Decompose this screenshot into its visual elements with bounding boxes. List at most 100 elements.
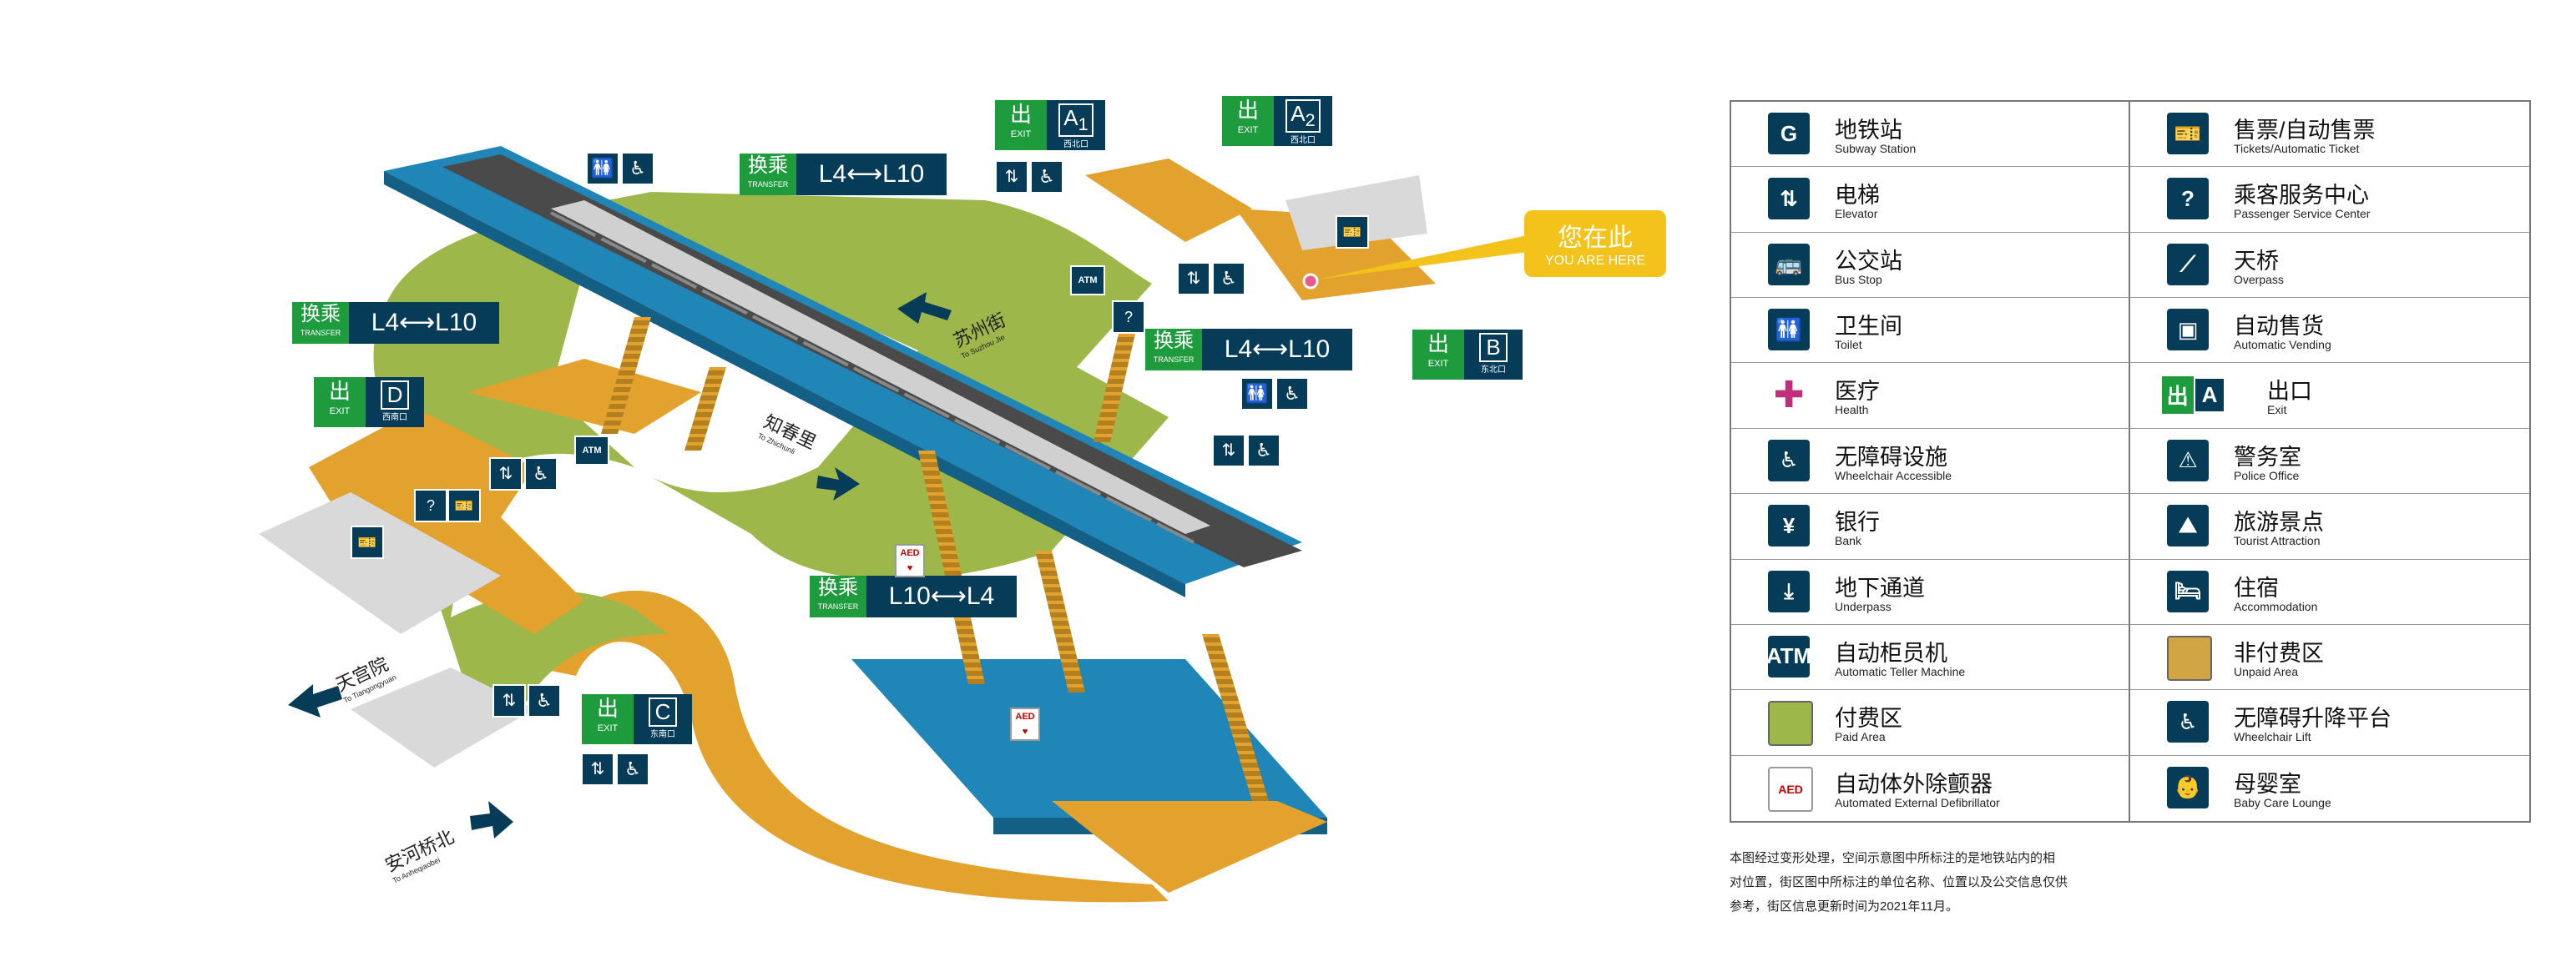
legend-label-en: Automatic Teller Machine bbox=[1835, 664, 1966, 678]
legend-label: 地下通道 bbox=[1835, 575, 1925, 601]
legend-label: 自动体外除颤器 bbox=[1835, 771, 1993, 797]
ticket-machine-icon: 🎫 bbox=[447, 489, 481, 522]
legend-label-en: Police Office bbox=[2234, 468, 2300, 482]
legend-label-en: Health bbox=[1835, 403, 1869, 417]
legend-label: 无障碍升降平台 bbox=[2234, 706, 2392, 732]
ticket-machine-icon: 🎫 bbox=[1336, 215, 1369, 249]
legend-label-en: Unpaid Area bbox=[2234, 664, 2299, 678]
service-center-icon: ? bbox=[414, 489, 447, 522]
upper-platform bbox=[384, 146, 1302, 597]
wheelchair-icon: ♿ bbox=[1030, 160, 1063, 194]
elevator-icon: ⇅ bbox=[1768, 178, 1810, 220]
toilet-icon: 🚻 bbox=[1240, 377, 1274, 410]
legend-label: 地铁站 bbox=[1835, 118, 1902, 143]
you-are-here-dot bbox=[1302, 273, 1319, 290]
legend-label-en: Tickets/Automatic Ticket bbox=[2234, 142, 2360, 155]
legend-label-en: Exit bbox=[2267, 403, 2287, 417]
legend-label: 医疗 bbox=[1835, 379, 1880, 405]
legend-label-en: Automatic Vending bbox=[2234, 338, 2331, 352]
unpaid-corridor-lower bbox=[534, 590, 1169, 903]
elevator-icon: ⇅ bbox=[492, 684, 526, 718]
legend-label: 非付费区 bbox=[2234, 640, 2324, 666]
legend-label: 自动柜员机 bbox=[1835, 640, 1947, 666]
tourist-icon: ⛰ bbox=[2167, 505, 2209, 547]
legend-label-en: Bus Stop bbox=[1835, 272, 1882, 286]
lower-platform bbox=[851, 659, 1327, 893]
wheelchair-icon: ♿ bbox=[616, 753, 649, 786]
legend-label: 出口 bbox=[2267, 379, 2312, 405]
legend-label-en: Wheelchair Lift bbox=[2234, 730, 2311, 744]
legend-label: 警务室 bbox=[2234, 444, 2301, 470]
legend-label: 母婴室 bbox=[2234, 771, 2301, 797]
stairs bbox=[601, 317, 1269, 801]
legend-label: 住宿 bbox=[2234, 575, 2279, 601]
atm-icon: ATM bbox=[574, 436, 609, 466]
elevator-icon: ⇅ bbox=[995, 160, 1028, 194]
legend-label: 公交站 bbox=[1835, 248, 1902, 274]
accommodation-icon: 🛏 bbox=[2167, 570, 2209, 612]
legend-label: 卫生间 bbox=[1835, 314, 1902, 340]
elevator-icon: ⇅ bbox=[1177, 262, 1210, 295]
wheelchair-icon: ♿ bbox=[1768, 439, 1810, 481]
aed-icon: AED bbox=[1768, 766, 1813, 812]
unpaid-area-icon bbox=[2167, 635, 2212, 681]
paid-area-icon bbox=[1768, 701, 1813, 747]
legend-label: 天桥 bbox=[2234, 248, 2279, 274]
legend-label: 银行 bbox=[1835, 510, 1880, 536]
ticket-machine-icon: 🎫 bbox=[351, 526, 384, 559]
legend-label-en: Subway Station bbox=[1835, 142, 1917, 155]
toilet-icon: 🚻 bbox=[586, 152, 619, 185]
legend-label-en: Elevator bbox=[1835, 207, 1878, 221]
legend-label-en: Passenger Service Center bbox=[2234, 207, 2371, 221]
legend-label-en: Tourist Attraction bbox=[2234, 534, 2321, 548]
legend-label-en: Automated External Defibrillator bbox=[1835, 795, 2000, 809]
wheelchair-icon: ♿ bbox=[1275, 377, 1309, 410]
ticket-machine-icon: 🎫 bbox=[2167, 113, 2209, 154]
legend-label-en: Bank bbox=[1835, 534, 1861, 548]
subway-station-icon: G bbox=[1768, 113, 1810, 154]
legend-label: 无障碍设施 bbox=[1835, 444, 1947, 470]
you-are-here-callout: 您在此 YOU ARE HERE bbox=[1524, 210, 1666, 277]
wheelchair-icon: ♿ bbox=[524, 457, 558, 491]
unpaid-area bbox=[259, 159, 1436, 768]
legend-label-en: Toilet bbox=[1835, 338, 1862, 352]
atm-icon: ATM bbox=[1070, 265, 1105, 295]
elevator-icon: ⇅ bbox=[581, 753, 614, 786]
legend-label-en: Overpass bbox=[2234, 272, 2284, 286]
aed-icon: AED♥ bbox=[895, 544, 925, 577]
wheelchair-lift-icon: ♿ bbox=[2167, 701, 2209, 743]
service-center-icon: ? bbox=[2167, 178, 2209, 220]
underpass-icon: ⤓ bbox=[1768, 570, 1810, 612]
baby-care-icon: 👶 bbox=[2167, 766, 2209, 808]
legend-label-en: Underpass bbox=[1835, 599, 1892, 613]
legend-label: 旅游景点 bbox=[2234, 510, 2324, 536]
legend-label-en: Paid Area bbox=[1835, 730, 1886, 744]
service-center-icon: ? bbox=[1112, 300, 1145, 334]
toilet-icon: 🚻 bbox=[1768, 309, 1810, 351]
police-icon: ⚠ bbox=[2167, 439, 2209, 481]
bus-icon: 🚌 bbox=[1768, 243, 1810, 285]
